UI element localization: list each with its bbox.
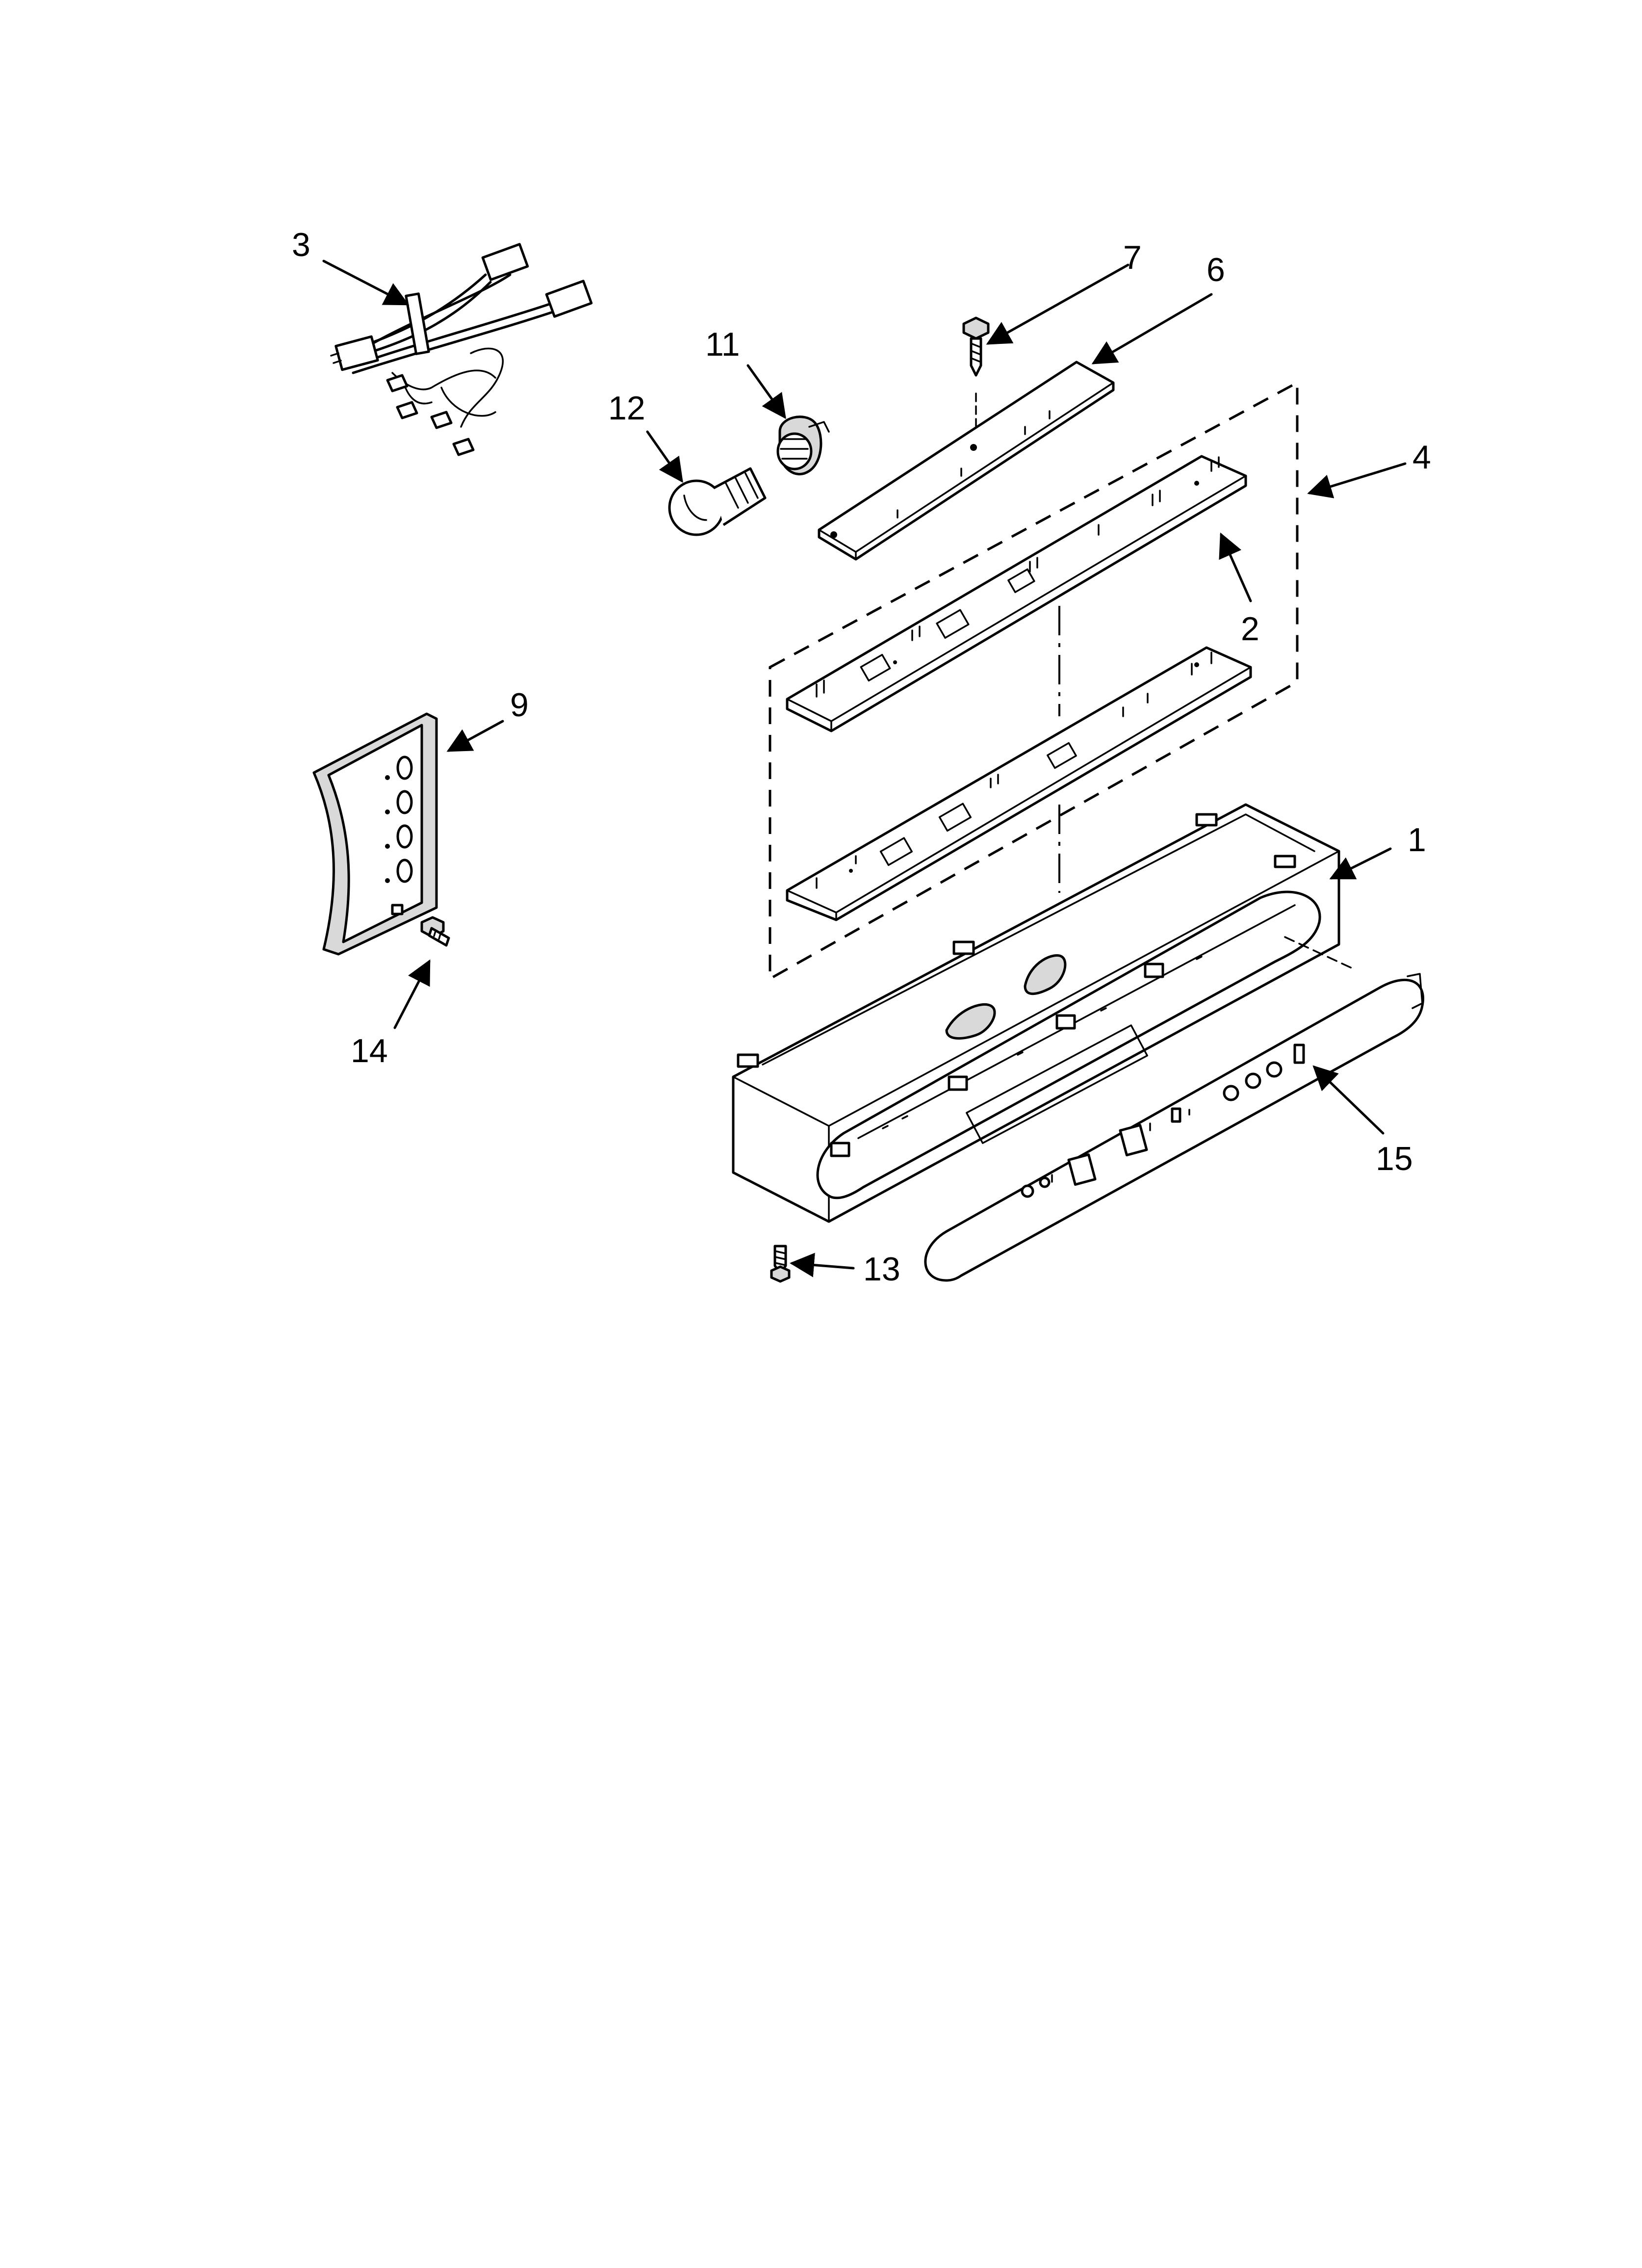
callout-3: 4 (1412, 439, 1431, 476)
callout-1: 1 (1408, 821, 1426, 859)
leader-lines (322, 260, 1407, 1277)
callout-4: 3 (292, 226, 310, 263)
callout-13: 13 (863, 1251, 900, 1288)
faceplate-part (924, 973, 1424, 1282)
control-board-assembly-outline (769, 380, 1299, 981)
cover-plate-part (818, 361, 1115, 561)
screw-part-7 (962, 316, 990, 377)
callout-11: 11 (705, 326, 740, 363)
callout-7: 7 (1123, 239, 1142, 276)
callout-15: 15 (1376, 1140, 1413, 1177)
lamp-socket-part (776, 416, 830, 475)
screw-part-14 (420, 916, 450, 947)
screw-part-13 (770, 1245, 791, 1283)
control-housing-part (732, 803, 1355, 1223)
upper-circuit-board-part (786, 455, 1247, 732)
callout-6: 6 (1206, 251, 1225, 288)
wire-harness-part (330, 243, 593, 456)
side-panel-part (312, 712, 438, 956)
callout-14: 14 (351, 1032, 388, 1069)
callout-labels: 3 7 6 11 12 4 2 9 1 14 15 13 (292, 226, 1431, 1288)
callout-12: 12 (608, 390, 645, 427)
callout-9: 9 (510, 686, 529, 724)
callout-2: 2 (1241, 610, 1259, 648)
light-bulb-part (668, 467, 767, 536)
lower-circuit-board-part (786, 646, 1252, 921)
